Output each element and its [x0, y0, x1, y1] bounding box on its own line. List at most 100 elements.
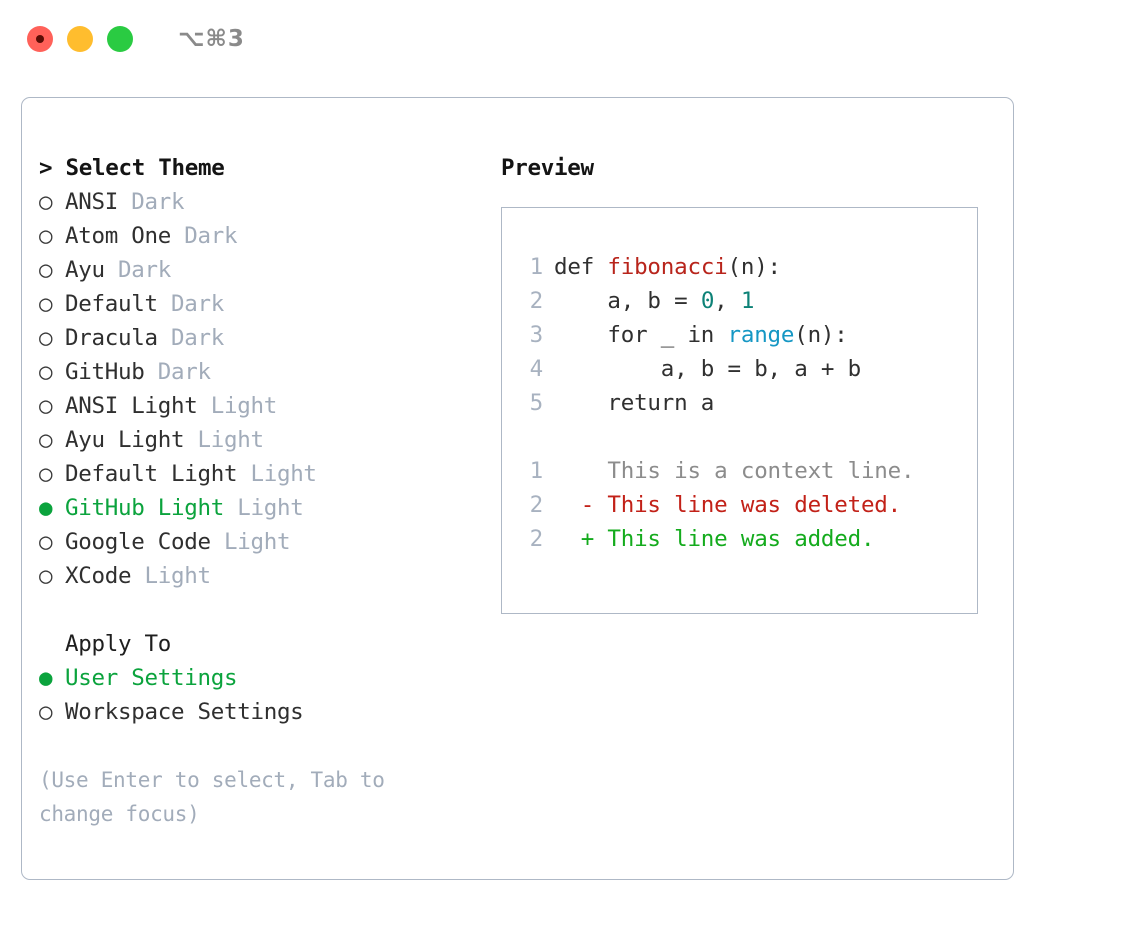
theme-variant-label: Dark	[118, 189, 185, 215]
theme-selector-column: > Select Theme ○ANSI Dark○Atom One Dark○…	[39, 151, 479, 831]
theme-list-item[interactable]: ○Ayu Dark	[39, 253, 479, 287]
theme-variant-label: Light	[184, 427, 264, 453]
code-line-text: return a	[554, 386, 714, 420]
theme-name: ANSI Light	[65, 393, 198, 419]
code-token: range	[727, 322, 795, 348]
code-line-text: for _ in range(n):	[554, 318, 848, 352]
theme-list-item[interactable]: ○ Google Code Light	[39, 525, 479, 559]
apply-to-label: User Settings	[65, 665, 238, 691]
line-number: 2	[529, 492, 544, 518]
theme-variant-label: Light	[197, 393, 278, 419]
diff-line: 2 - This line was deleted.	[513, 488, 977, 522]
main-panel: > Select Theme ○ANSI Dark○Atom One Dark○…	[21, 97, 1014, 880]
radio-unselected-icon: ○	[39, 223, 53, 249]
theme-name: Ayu	[65, 257, 105, 283]
close-window-button[interactable]	[27, 26, 53, 52]
code-token: def	[554, 254, 608, 280]
radio-unselected-icon: ○	[39, 189, 53, 215]
theme-name: GitHub	[65, 359, 145, 385]
theme-list-item[interactable]: ○Dracula Dark	[39, 321, 479, 355]
diff-line-text: + This line was added.	[554, 526, 875, 552]
theme-variant-label: Light	[223, 495, 304, 521]
theme-variant-label: Dark	[104, 257, 171, 283]
theme-name: Google Code	[65, 529, 211, 555]
apply-to-option[interactable]: ● User Settings	[39, 661, 479, 695]
window-controls	[27, 26, 133, 52]
code-token: 0	[700, 288, 715, 314]
code-token: a, b = b, a + b	[554, 356, 861, 382]
diff-line-text: This is a context line.	[554, 458, 915, 484]
theme-list-item[interactable]: ○ Atom One Dark	[39, 219, 479, 253]
code-token: 1	[740, 288, 755, 314]
maximize-window-button[interactable]	[107, 26, 133, 52]
apply-to-option[interactable]: ○Workspace Settings	[39, 695, 479, 729]
line-number: 3	[529, 322, 544, 348]
theme-variant-label: Dark	[170, 223, 238, 249]
code-line: 3 for _ in range(n):	[513, 318, 977, 352]
diff-line: 1 This is a context line.	[513, 454, 977, 488]
theme-list[interactable]: ○ANSI Dark○Atom One Dark○Ayu Dark○Defaul…	[39, 185, 479, 593]
radio-unselected-icon: ○	[39, 563, 53, 589]
close-icon	[36, 35, 44, 43]
theme-list-item[interactable]: ○ Default Dark	[39, 287, 479, 321]
radio-unselected-icon: ○	[39, 529, 53, 555]
code-line: 2 a, b = 0, 1	[513, 284, 977, 318]
code-token: ,	[714, 288, 741, 314]
theme-name: GitHub Light	[65, 495, 224, 521]
diff-line: 2 + This line was added.	[513, 522, 977, 556]
code-token: a, b =	[554, 288, 701, 314]
code-line: 4 a, b = b, a + b	[513, 352, 977, 386]
line-number: 5	[529, 390, 544, 416]
diff-sample: 1 This is a context line.2 - This line w…	[513, 454, 977, 556]
theme-name: Default	[65, 291, 158, 317]
code-line-text: def fibonacci(n):	[554, 250, 781, 284]
code-line-text: a, b = 0, 1	[554, 284, 754, 318]
radio-unselected-icon: ○	[39, 699, 53, 725]
theme-list-item[interactable]: ○ Ayu Light Light	[39, 423, 479, 457]
theme-name: Default Light	[65, 461, 238, 487]
code-token: (n):	[794, 322, 848, 348]
theme-list-item[interactable]: ● GitHub Light Light	[39, 491, 479, 525]
theme-name: Ayu Light	[65, 427, 185, 453]
radio-unselected-icon: ○	[39, 291, 53, 317]
theme-name: Atom One	[65, 223, 171, 249]
title-bar: ⌥⌘3	[0, 0, 1140, 78]
apply-to-list[interactable]: ● User Settings ○Workspace Settings	[39, 661, 479, 729]
line-number: 2	[529, 288, 544, 314]
theme-list-item[interactable]: ○ Default Light Light	[39, 457, 479, 491]
code-token: return a	[554, 390, 715, 416]
theme-variant-label: Dark	[157, 291, 224, 317]
preview-heading: Preview	[501, 155, 594, 181]
theme-list-item[interactable]: ○ ANSI Dark	[39, 185, 479, 219]
diff-line-text: - This line was deleted.	[554, 492, 902, 518]
apply-to-heading: Apply To	[65, 631, 171, 657]
code-token: for _ in	[554, 322, 728, 348]
code-token: fibonacci	[607, 254, 728, 280]
radio-selected-icon: ●	[39, 665, 53, 691]
theme-variant-label: Light	[210, 529, 291, 555]
theme-list-item[interactable]: ○GitHub Dark	[39, 355, 479, 389]
code-line: 5 return a	[513, 386, 977, 420]
radio-unselected-icon: ○	[39, 325, 53, 351]
theme-name: ANSI	[65, 189, 118, 215]
radio-unselected-icon: ○	[39, 461, 53, 487]
theme-list-item[interactable]: ○ ANSI Light Light	[39, 389, 479, 423]
keyboard-hint-text: (Use Enter to select, Tab to change focu…	[39, 768, 385, 826]
radio-selected-icon: ●	[39, 495, 53, 521]
theme-name: XCode	[65, 563, 132, 589]
radio-unselected-icon: ○	[39, 359, 53, 385]
line-number: 1	[529, 458, 544, 484]
minimize-window-button[interactable]	[67, 26, 93, 52]
theme-list-item[interactable]: ○ XCode Light	[39, 559, 479, 593]
theme-variant-label: Light	[237, 461, 317, 487]
line-number: 2	[529, 526, 544, 552]
radio-unselected-icon: ○	[39, 427, 53, 453]
select-theme-heading: > Select Theme	[39, 155, 225, 181]
theme-variant-label: Light	[131, 563, 211, 589]
radio-unselected-icon: ○	[39, 393, 53, 419]
